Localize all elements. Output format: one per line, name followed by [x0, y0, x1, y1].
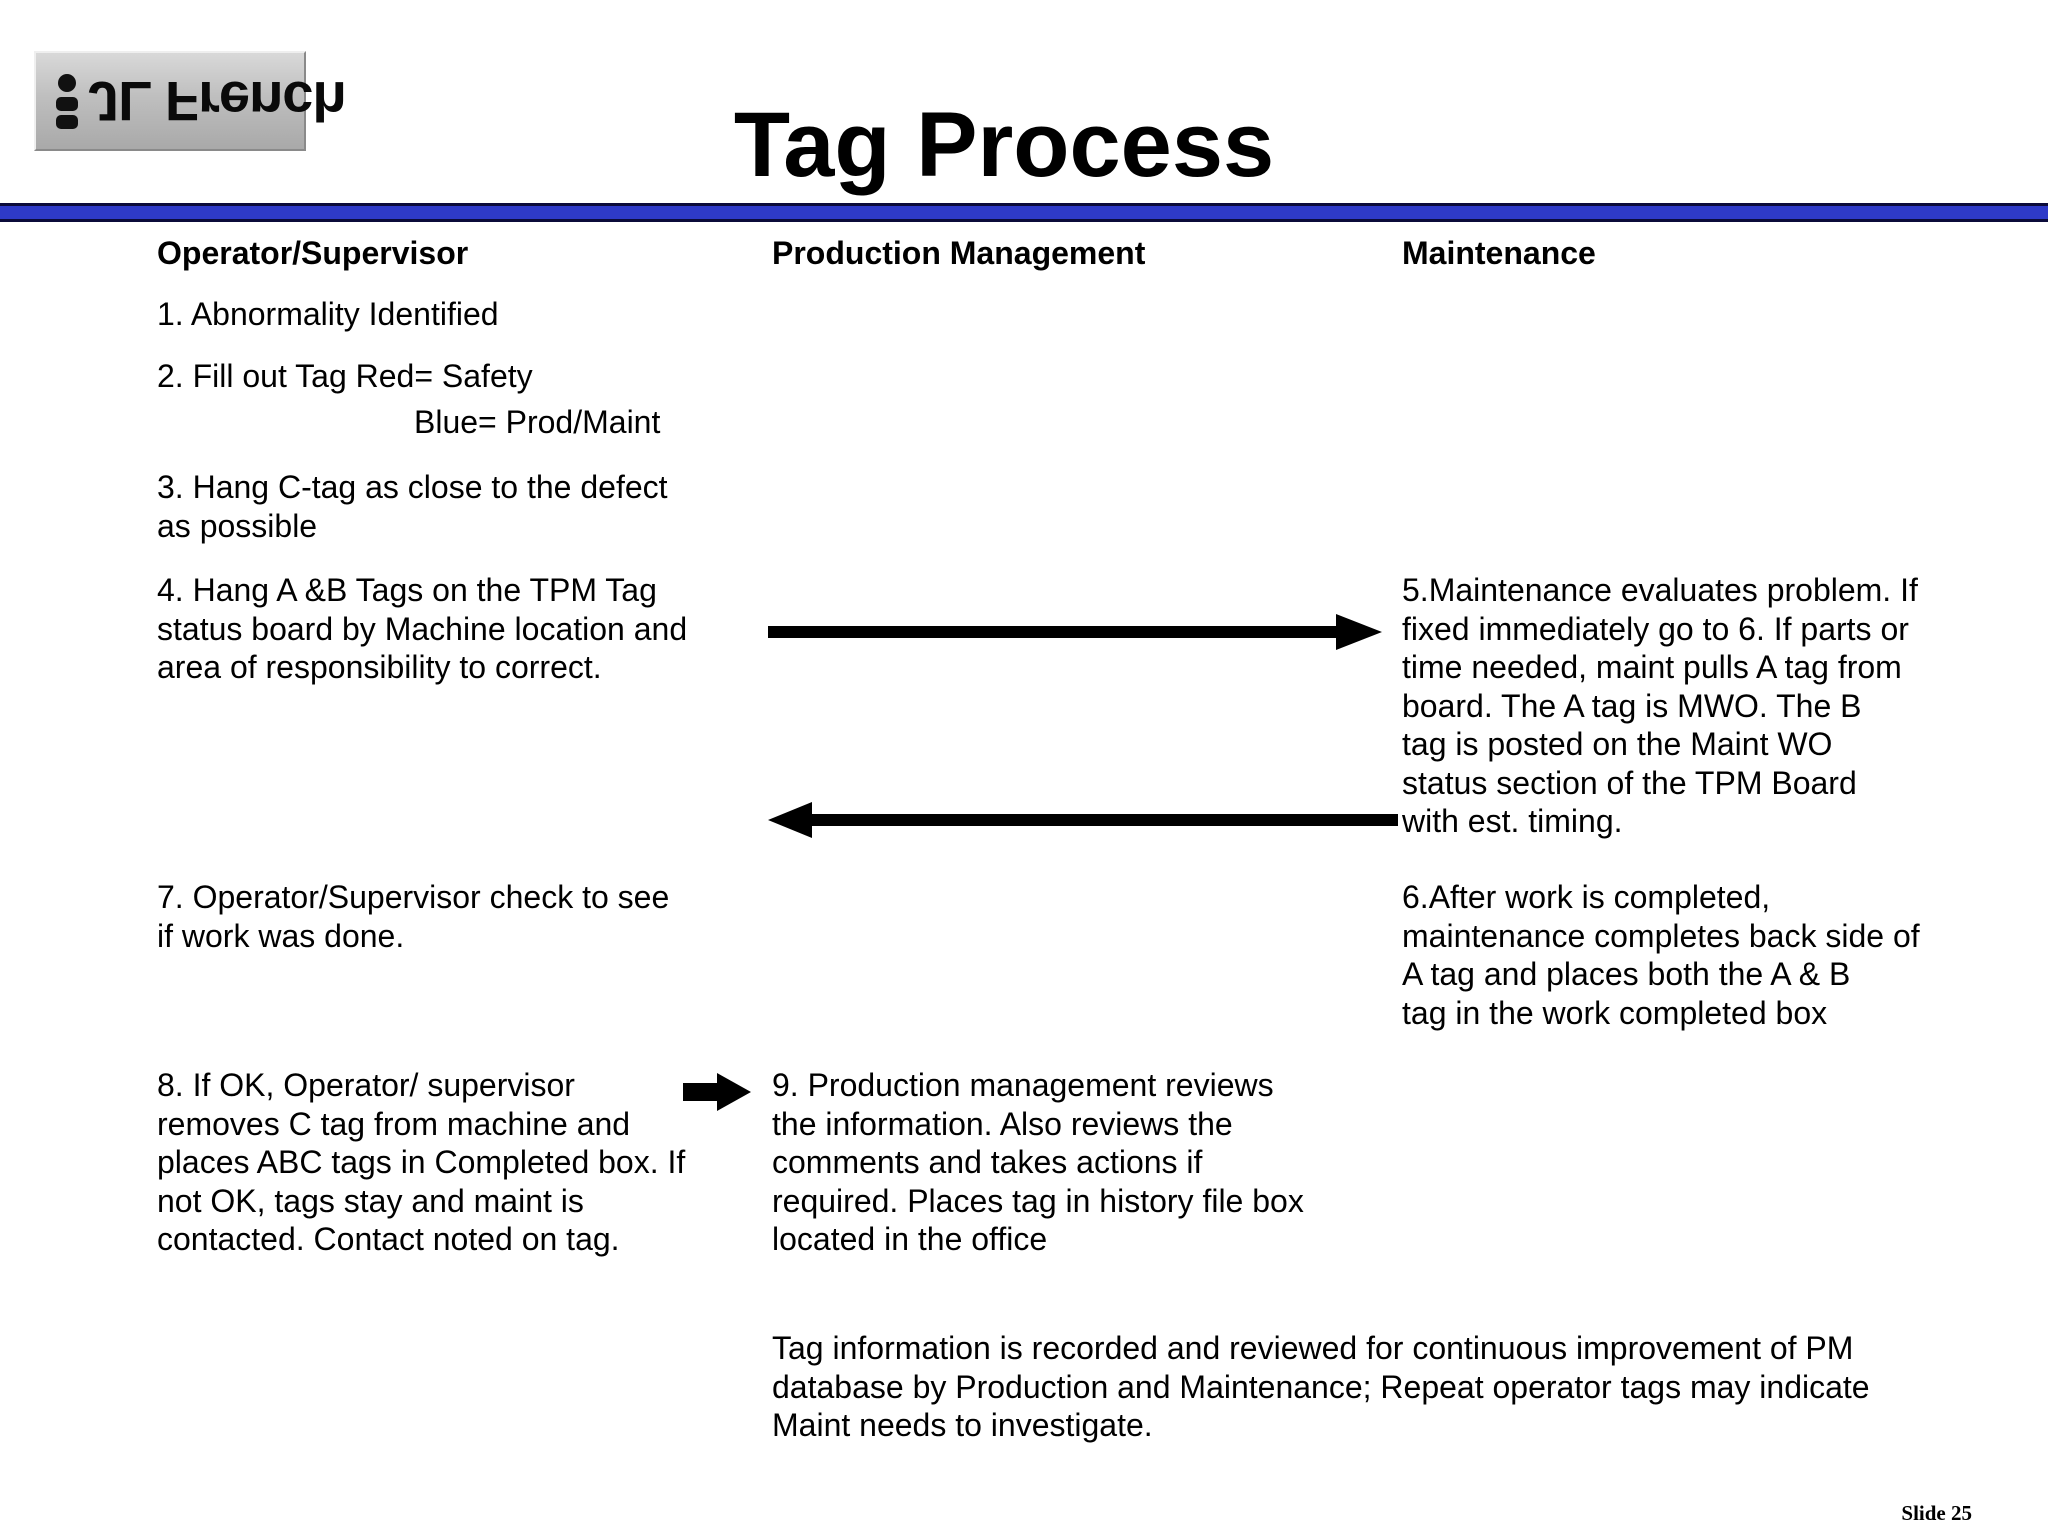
step-4: 4. Hang A &B Tags on the TPM Tag status … [157, 572, 688, 685]
arrow-right-to-maintenance [768, 614, 1382, 650]
step-1: 1. Abnormality Identified [157, 296, 499, 332]
person-icon [56, 74, 78, 129]
step-7: 7. Operator/Supervisor check to see if w… [157, 879, 670, 954]
step-2-line-1: 2. Fill out Tag Red= Safety [157, 358, 533, 394]
step-5: 5.Maintenance evaluates problem. If fixe… [1402, 572, 1918, 839]
step-9: 9. Production management reviews the inf… [772, 1067, 1304, 1257]
column-header-production: Production Management [772, 235, 1146, 271]
step-3: 3. Hang C-tag as close to the defect as … [157, 469, 668, 544]
title-divider [0, 203, 2048, 222]
footer-note: Tag information is recorded and reviewed… [772, 1330, 1870, 1443]
column-header-operator: Operator/Supervisor [157, 235, 469, 271]
page-title: Tag Process [733, 94, 1275, 196]
company-logo: JL French [34, 51, 346, 151]
arrow-left-to-operator [768, 802, 1398, 838]
step-8: 8. If OK, Operator/ supervisor removes C… [157, 1067, 686, 1257]
step-6: 6.After work is completed, maintenance c… [1402, 879, 1920, 1031]
slide-number: Slide 25 [1901, 1501, 1972, 1525]
column-header-maintenance: Maintenance [1402, 235, 1596, 271]
step-2-line-2: Blue= Prod/Maint [414, 404, 661, 440]
arrow-right-to-production [683, 1073, 751, 1111]
